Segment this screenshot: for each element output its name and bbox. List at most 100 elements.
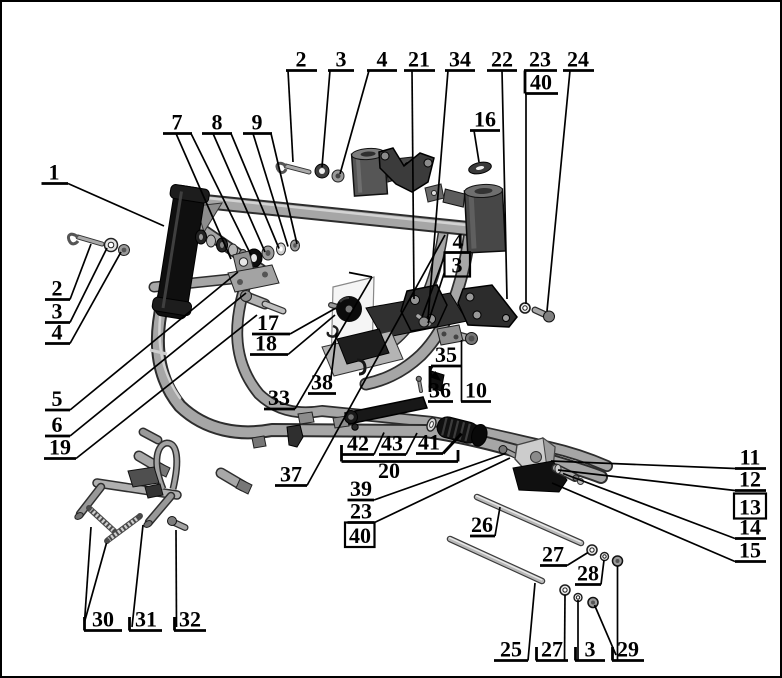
- callout-3: 3: [427, 251, 472, 324]
- rod-26: [473, 493, 585, 547]
- callout-number-2-1: 2: [52, 276, 63, 301]
- callout-number-17-20: 17: [257, 310, 279, 335]
- steering-head: [151, 184, 210, 320]
- callout-number-3-29: 3: [452, 253, 463, 278]
- callout-number-26-37: 26: [471, 512, 493, 537]
- callout-5: 5: [45, 271, 239, 412]
- callout-24: 24: [546, 47, 594, 312]
- callout-number-27-38: 27: [542, 542, 564, 567]
- callout-number-4-3: 4: [52, 320, 63, 345]
- callout-number-6-5: 6: [52, 412, 63, 437]
- callout-32: 32: [173, 529, 206, 632]
- callout-number-12-41: 12: [739, 467, 761, 492]
- callout-10: 10: [460, 340, 491, 403]
- callout-number-33-22: 33: [268, 385, 290, 410]
- frame-illustration: [66, 147, 624, 609]
- callout-12: 12: [557, 467, 766, 492]
- pin-36: [415, 375, 423, 393]
- callout-number-1-0: 1: [49, 160, 60, 185]
- callout-18: 18: [250, 314, 336, 356]
- callout-2: 2: [286, 47, 317, 163]
- callout-number-16-19: 16: [474, 107, 496, 132]
- callout-31: 31: [128, 524, 162, 632]
- callout-11: 11: [550, 445, 766, 470]
- bracket-bolt-34: [415, 313, 432, 328]
- callout-29: 29: [593, 566, 644, 662]
- bolt-24: [531, 306, 555, 323]
- callout-number-32-47: 32: [179, 607, 201, 632]
- callout-26: 26: [470, 506, 501, 538]
- callout-3: 3: [574, 600, 605, 662]
- callout-39: 39: [347, 452, 506, 502]
- callout-number-41-32: 41: [418, 430, 440, 455]
- callout-1: 1: [41, 160, 165, 227]
- callout-13: 13: [732, 492, 768, 520]
- callout-number-2-10: 2: [296, 47, 307, 72]
- callout-number-3-11: 3: [336, 47, 347, 72]
- callout-40: 40: [523, 70, 558, 95]
- washer-23: [519, 302, 531, 314]
- seat-v-bracket: [378, 147, 435, 193]
- callout-number-23-16: 23: [529, 47, 551, 72]
- rod-25: [446, 535, 546, 585]
- callout-number-19-6: 19: [49, 435, 71, 460]
- lever-washer: [426, 417, 437, 432]
- callout-14: 14: [562, 472, 766, 540]
- callout-15: 15: [551, 482, 766, 563]
- callout-36: 36: [428, 378, 453, 403]
- callout-37: 37: [275, 234, 446, 487]
- callout-number-5-4: 5: [52, 386, 63, 411]
- callout-number-23-35: 23: [350, 499, 372, 524]
- callout-number-14-43: 14: [739, 515, 761, 540]
- callout-number-36-26: 36: [429, 378, 451, 403]
- callout-8: 8: [202, 110, 280, 253]
- callout-number-3-2: 3: [52, 299, 63, 324]
- callout-4: 4: [339, 47, 397, 175]
- callout-19: 19: [44, 314, 258, 460]
- callout-number-9-9: 9: [252, 110, 263, 135]
- callout-33: 33: [264, 271, 373, 411]
- callout-42: 42: [341, 431, 385, 456]
- coil-cylinder: [350, 147, 389, 197]
- callout-17: 17: [252, 307, 337, 336]
- callout-6: 6: [45, 292, 247, 438]
- rubber-damper: [328, 296, 362, 322]
- callout-3: 3: [321, 47, 354, 168]
- callout-number-43-31: 43: [381, 431, 403, 456]
- callout-4: 4: [45, 251, 122, 345]
- footrest-grip: [436, 416, 488, 447]
- callout-21: 21: [404, 47, 435, 300]
- callout-number-13-42: 13: [739, 495, 761, 520]
- callout-38: 38: [308, 332, 338, 395]
- callout-number-37-24: 37: [280, 462, 302, 487]
- callout-number-24-18: 24: [567, 47, 589, 72]
- rear-bracket-left: [400, 284, 448, 332]
- callout-34: 34: [427, 47, 475, 320]
- stand-springs: [86, 505, 143, 544]
- callout-28: 28: [575, 559, 605, 586]
- callout-number-15-44: 15: [739, 538, 761, 563]
- callout-number-25-48: 25: [500, 637, 522, 662]
- spring-hook: [326, 324, 339, 338]
- callout-number-40-17: 40: [530, 70, 552, 95]
- callout-16: 16: [470, 107, 500, 163]
- callout-41: 41: [416, 430, 463, 455]
- callout-number-4-28: 4: [453, 229, 464, 254]
- callout-number-38-23: 38: [311, 370, 333, 395]
- stand-bolt-32: [167, 516, 189, 531]
- callout-number-27-49: 27: [541, 637, 563, 662]
- hook-bolt-left-group: [66, 232, 130, 256]
- frame-tubes: [138, 192, 613, 484]
- rear-bracket-right: [457, 284, 518, 328]
- callout-number-21-13: 21: [408, 47, 430, 72]
- callout-number-10-27: 10: [465, 378, 487, 403]
- callout-43: 43: [379, 431, 418, 456]
- callout-number-31-46: 31: [135, 607, 157, 632]
- callout-number-42-30: 42: [347, 431, 369, 456]
- callout-number-7-7: 7: [172, 110, 183, 135]
- callout-22: 22: [487, 47, 517, 300]
- callout-number-4-12: 4: [377, 47, 388, 72]
- callout-7: 7: [163, 110, 252, 260]
